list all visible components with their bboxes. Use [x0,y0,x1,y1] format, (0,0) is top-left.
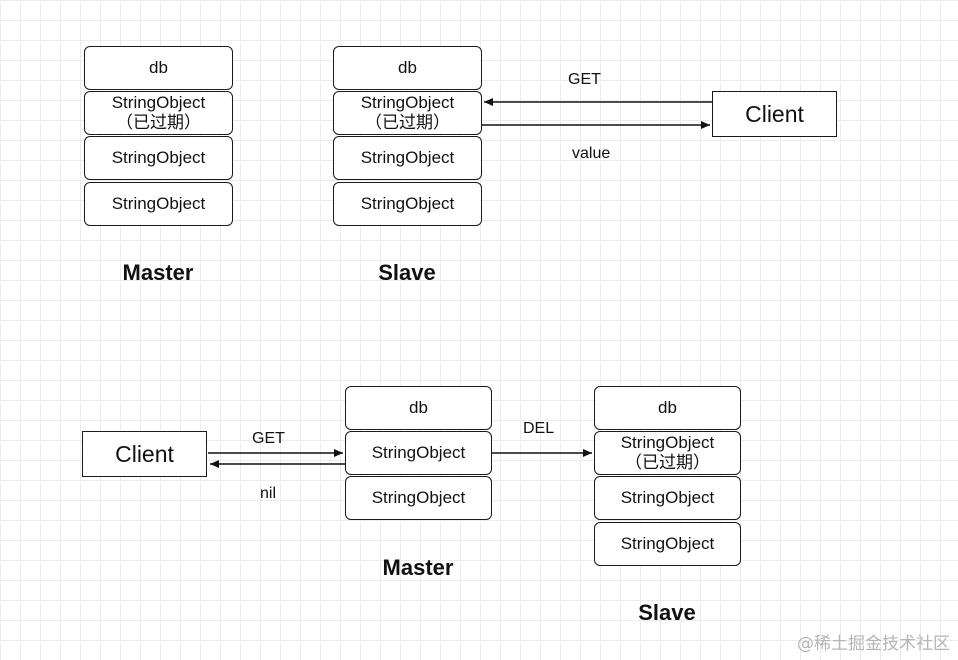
block-line2: （已过期） [625,453,710,472]
block-line1: StringObject [111,148,206,167]
client-label: Client [115,441,174,467]
bottom-master-block-string: StringObject [345,476,492,520]
block-line1: StringObject [360,194,455,213]
block-line1: StringObject [620,433,715,452]
block-line1: db [398,58,417,77]
block-line1: StringObject [371,488,466,507]
block-line1: StringObject [360,148,455,167]
bottom-client-box: Client [82,431,207,477]
top-slave-block-db: db [333,46,482,90]
bottom-master-label: Master [382,555,454,580]
top-slave-label: Slave [378,260,436,285]
watermark: @稀土掘金技术社区 [797,634,950,654]
block-line1: StringObject [111,93,206,112]
top-master-label: Master [122,260,194,285]
top-slave-block-string: StringObject [333,182,482,226]
block-line1: db [658,398,677,417]
bottom-slave-block-db: db [594,386,741,430]
bottom-slave-label: Slave [638,600,696,625]
block-line1: StringObject [371,443,466,462]
top-value-label: value [572,145,611,162]
top-slave-block-expired: StringObject （已过期） [333,91,482,135]
client-label: Client [745,101,804,127]
block-line2: （已过期） [365,113,450,132]
bottom-slave-block-string: StringObject [594,476,741,520]
top-master-block-db: db [84,46,233,90]
block-line1: db [409,398,428,417]
block-line1: StringObject [111,194,206,213]
block-line1: StringObject [360,93,455,112]
top-master-block-string: StringObject [84,182,233,226]
top-master-block-expired: StringObject （已过期） [84,91,233,135]
top-master-block-string: StringObject [84,136,233,180]
bottom-master-block-string: StringObject [345,431,492,475]
bottom-slave-block-string: StringObject [594,522,741,566]
block-line2: （已过期） [116,113,201,132]
block-line1: StringObject [620,488,715,507]
block-line1: db [149,58,168,77]
top-get-label: GET [568,71,601,88]
top-client-box: Client [712,91,837,137]
bottom-master-block-db: db [345,386,492,430]
bottom-nil-label: nil [260,485,277,502]
bottom-del-label: DEL [523,420,555,437]
block-line1: StringObject [620,534,715,553]
top-slave-block-string: StringObject [333,136,482,180]
bottom-slave-block-expired: StringObject （已过期） [594,431,741,475]
bottom-get-label: GET [252,430,285,447]
